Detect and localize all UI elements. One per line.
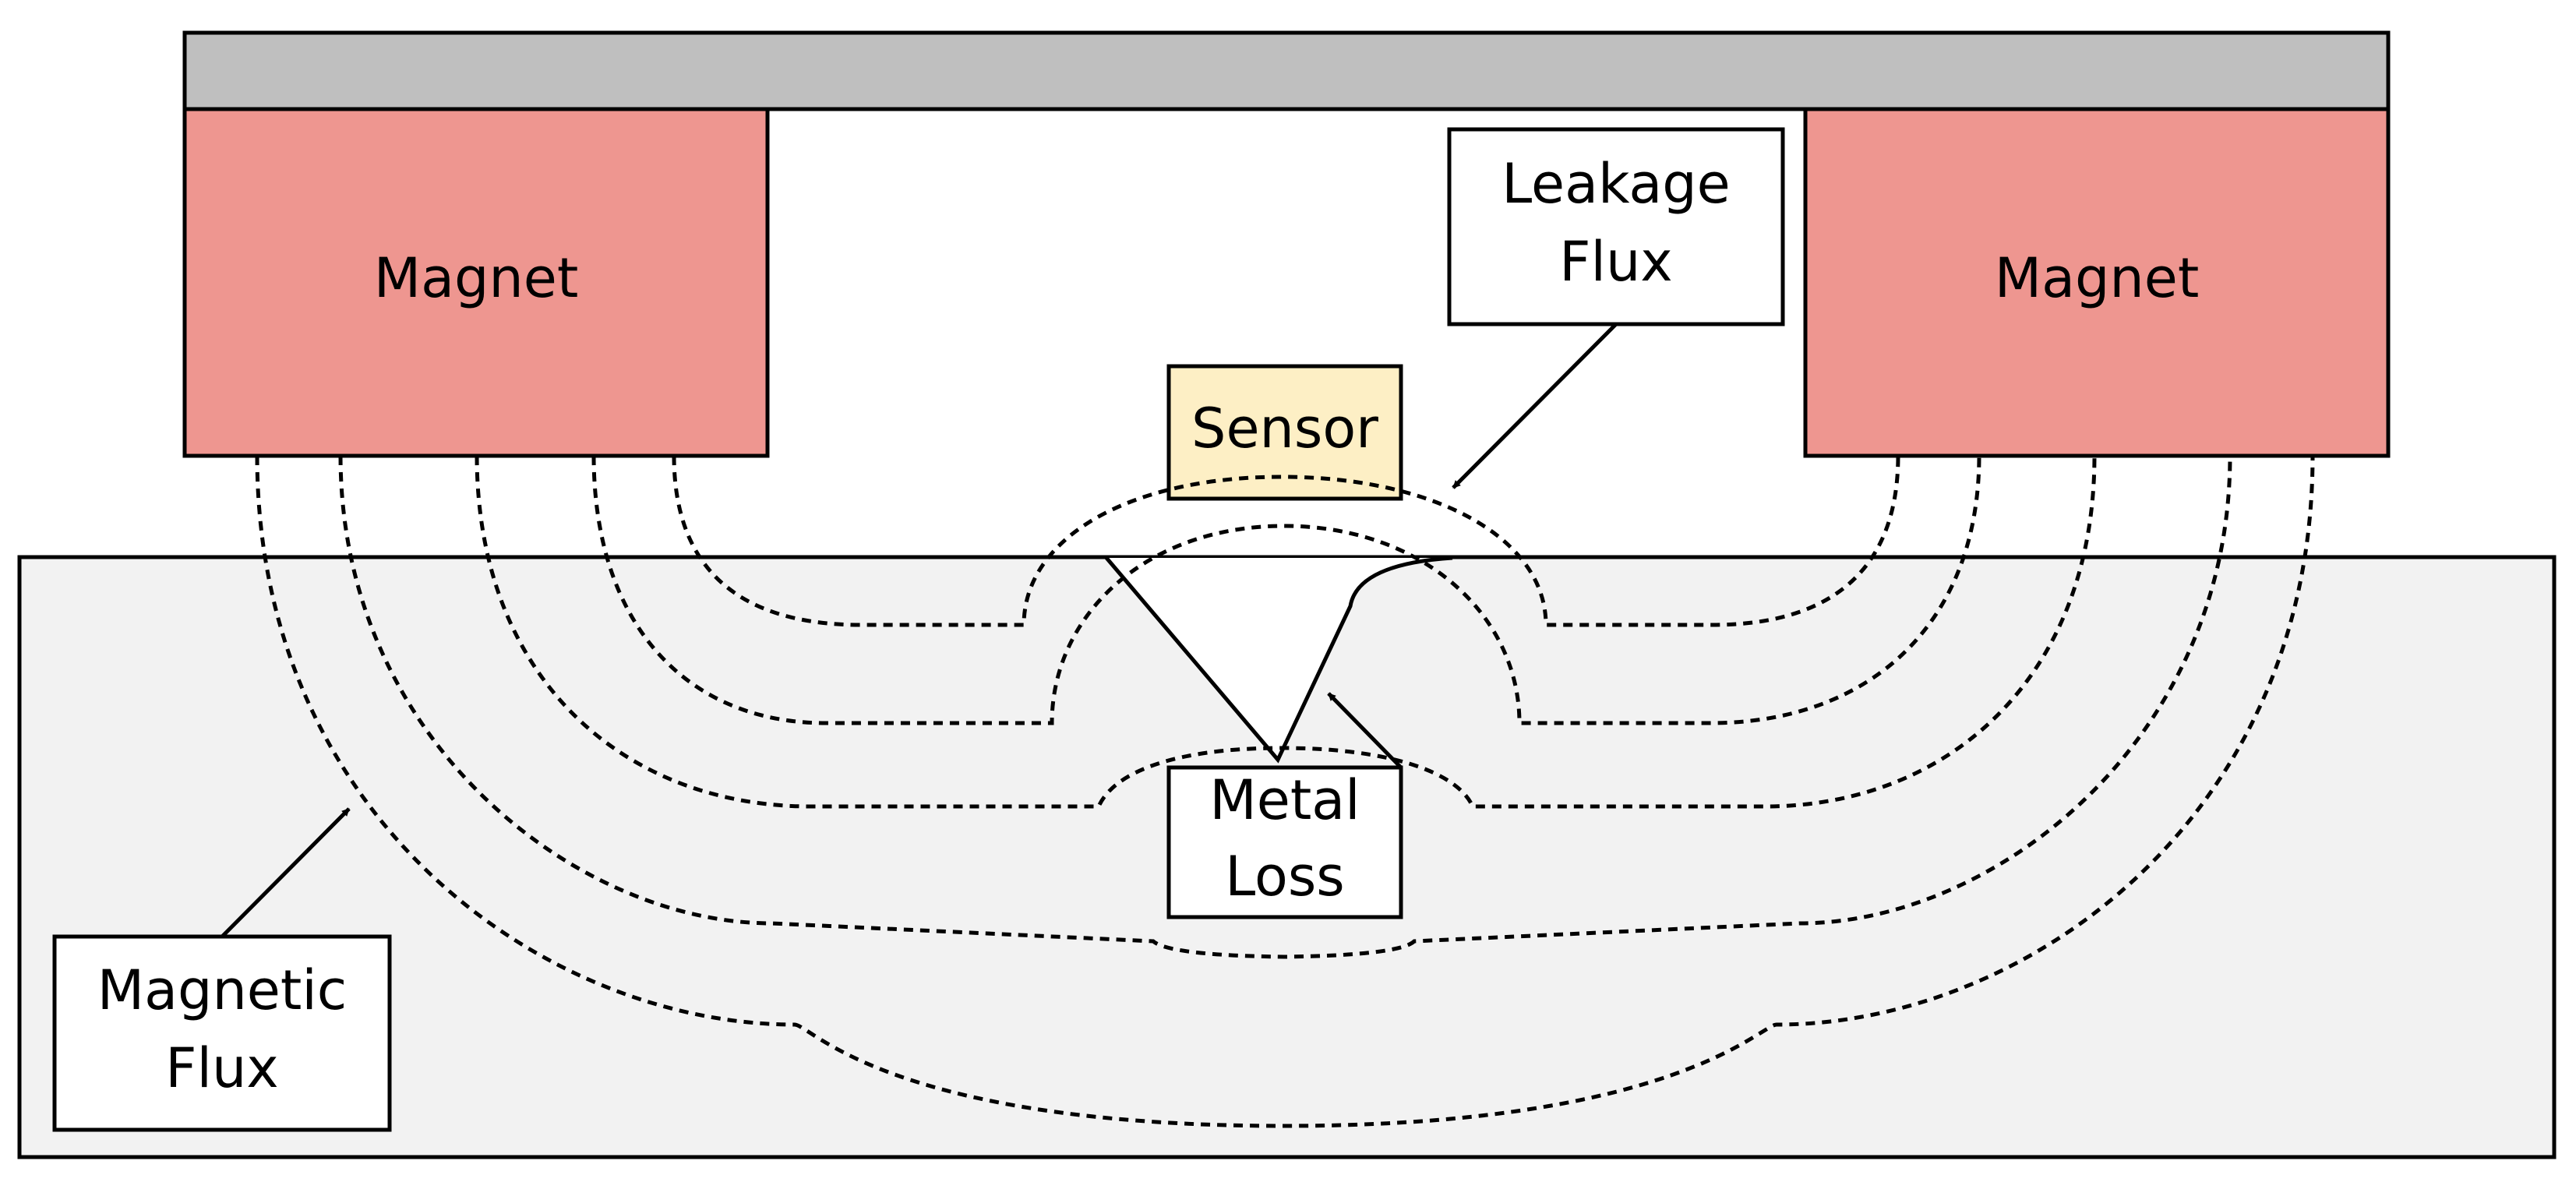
leakage-flux-label-line2: Flux [1559, 230, 1673, 294]
metal-loss-defect-outline [1105, 556, 1453, 764]
magnet-right [1803, 107, 2391, 458]
magnetic-flux-lines [255, 455, 2315, 1128]
leakage-flux-arrow [1452, 323, 1618, 489]
metal-loss-label-line2: Loss [1225, 845, 1345, 909]
magnet-right-label: Magnet [1995, 246, 2200, 310]
sensor-label: Sensor [1191, 397, 1378, 460]
magnetic-flux-label-line1: Magnetic [97, 958, 348, 1022]
flux-line [591, 455, 1981, 725]
backing-plate [182, 30, 2391, 111]
flux-line [475, 455, 2097, 809]
magnetic-flux-arrow [221, 807, 351, 938]
magnetic-flux-label-box [52, 934, 392, 1132]
flux-line [255, 455, 2315, 1128]
magnet-left [182, 107, 770, 458]
flux-line [672, 455, 1900, 627]
metal-loss-label-box [1166, 765, 1403, 919]
metal-loss-defect [1106, 558, 1452, 760]
metal-loss-label-line1: Metal [1209, 768, 1360, 832]
metal-loss-arrow [1327, 692, 1403, 769]
leakage-flux-label-line1: Leakage [1501, 152, 1730, 216]
flux-line [338, 455, 2232, 959]
magnetic-flux-label-line2: Flux [165, 1036, 279, 1100]
sensor [1166, 364, 1403, 501]
magnet-left-label: Magnet [374, 246, 579, 310]
